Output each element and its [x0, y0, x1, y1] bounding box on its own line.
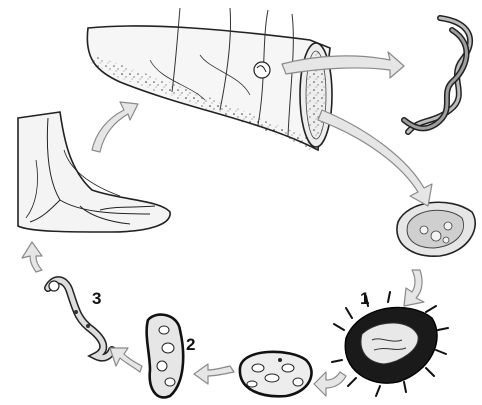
larva-icon-stage-2: [147, 315, 184, 398]
stage-label-3: 3: [92, 289, 101, 308]
cycle-arrow-icon: [110, 348, 142, 372]
larva-icon-stage-3: [48, 280, 112, 357]
worm-icon: [404, 18, 470, 132]
foot-icon: [18, 112, 170, 232]
cycle-arrow-icon: [22, 242, 42, 272]
cycle-arrow-icon: [194, 364, 234, 384]
stage-label-1: 1: [360, 289, 369, 308]
cycle-arrow-icon: [314, 372, 346, 396]
larva-icon-stage-1: [332, 292, 448, 396]
egg-icon: [397, 202, 475, 256]
larva-icon-horizontal: [240, 352, 312, 396]
cycle-arrow-icon: [92, 102, 138, 152]
intestine-icon: [87, 8, 332, 150]
stage-label-2: 2: [186, 335, 195, 354]
cycle-arrow-icon: [404, 270, 424, 306]
